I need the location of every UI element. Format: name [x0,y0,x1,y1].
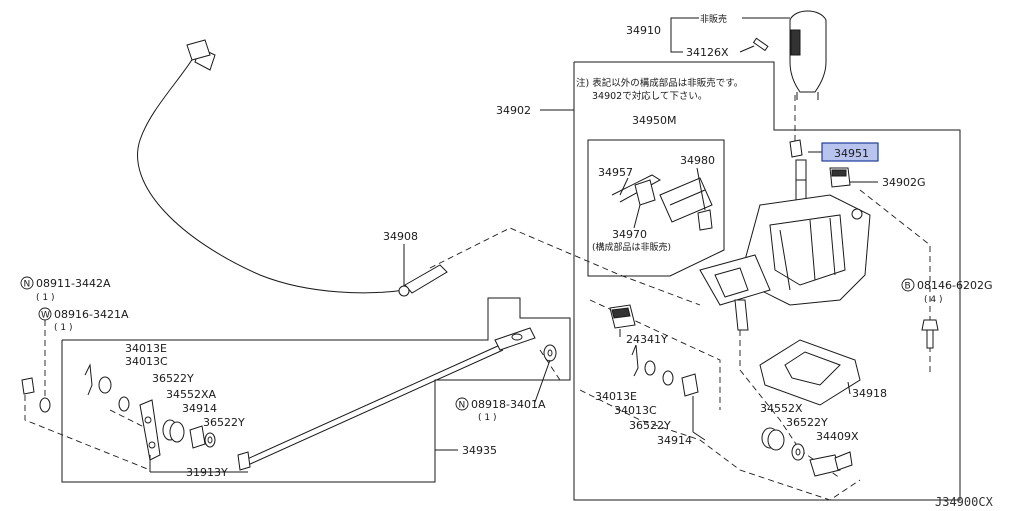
label-34552x: 34552X [760,402,803,415]
b-symbol: B [905,282,911,292]
label-08146-6202g: 08146-6202G [917,279,992,292]
label-34908: 34908 [383,230,418,243]
label-34980: 34980 [680,154,715,167]
label-34013e-left: 34013E [125,342,167,355]
detent-spring [611,174,661,206]
bracket-31913y [139,399,161,461]
label-34914-center: 34914 [657,434,692,447]
washer-36522y-left [118,396,216,448]
knob-pin [752,37,769,52]
label-24341y: 24341Y [626,333,668,346]
guide-line [24,395,151,471]
label-36522y-left-a: 36522Y [152,372,194,385]
label-34013c-left: 34013C [125,355,168,368]
label-34409x: 34409X [816,430,859,443]
label-08911-3442a-qty: ( 1 ) [36,293,54,303]
label-34126x: 34126X [686,46,729,59]
guide-line [579,389,861,501]
mounting-bolt [921,319,939,349]
label-34918: 34918 [852,387,887,400]
bushing-34914-center [681,373,699,397]
guide-line [739,330,841,479]
label-36522y-left-b: 36522Y [203,416,245,429]
subassembly-34950m-frame [587,139,725,277]
label-34935: 34935 [462,444,497,457]
bushing-34914-left [189,425,206,449]
note-line-1: 注) 表記以外の構成部品は非販売です。 [576,77,743,89]
label-36522y-right: 36522Y [786,416,828,429]
label-34914-left: 34914 [182,402,217,415]
label-component-non-sale: (構成部品は非販売) [592,241,671,253]
cable-34935-frame [61,297,571,483]
pin-34013c-left [98,376,112,394]
label-34013c-center: 34013C [614,404,657,417]
w-symbol-circle [38,307,52,321]
n-symbol-circle [20,276,34,290]
clip-34013e-left [84,363,93,396]
pin-34013c-center [644,360,656,376]
switch-24341y [609,304,636,329]
label-34970: 34970 [612,228,647,241]
shift-bezel-plate [759,339,861,406]
highlight-34951 [821,142,879,162]
guide-line [859,189,931,375]
guide-line [589,299,721,410]
n-symbol: N [24,280,31,290]
washer-w-left [39,397,51,413]
label-08146-6202g-qty: ( 4 ) [924,295,942,305]
label-34902g: 34902G [882,176,926,189]
label-08916-3421a: 08916-3421A [54,308,129,321]
n2-symbol: N [459,401,466,411]
label-08918-3401a-qty: ( 1 ) [478,413,496,423]
washer-36522y-center [662,370,674,386]
shift-lever-assembly [699,159,871,331]
label-08916-3421a-qty: ( 1 ) [54,323,72,333]
main-assembly-frame [573,61,961,501]
bushing-34552x [761,427,785,451]
control-rod-34935 [237,327,536,471]
diagram-id: J34900CX [935,495,994,509]
label-34013e-center: 34013E [595,390,637,403]
nut-08918 [543,344,557,362]
shift-knob [789,10,827,100]
shift-cable [137,39,448,297]
lever-cap [829,167,851,188]
clip-34013e-center [631,344,639,377]
label-34950m: 34950M [632,114,676,127]
note-line-2: 34902で対応して下さい。 [592,90,707,102]
guide-line [429,227,701,306]
label-34951: 34951 [834,147,869,160]
label-08911-3442a: 08911-3442A [36,277,111,290]
detent-clip [697,209,713,231]
w-symbol: W [41,311,50,321]
bushing-34552xa [162,419,185,443]
label-31913y: 31913Y [186,466,228,479]
label-non-sale-top: 非販売 [700,13,727,25]
washer-36522y-right [791,443,805,461]
label-08918-3401a: 08918-3401A [471,398,546,411]
label-34902: 34902 [496,104,531,117]
b-symbol-circle [901,278,915,292]
label-34910: 34910 [626,24,661,37]
detent-bracket [659,177,713,223]
n2-symbol-circle [455,397,469,411]
mounting-bolt-34409x [809,451,853,477]
label-34957: 34957 [598,166,633,179]
label-34552xa: 34552XA [166,388,217,401]
leader-lines [149,17,878,473]
rod-nut-left [21,377,35,395]
lever-pin [789,139,803,158]
label-36522y-center: 36522Y [629,419,671,432]
